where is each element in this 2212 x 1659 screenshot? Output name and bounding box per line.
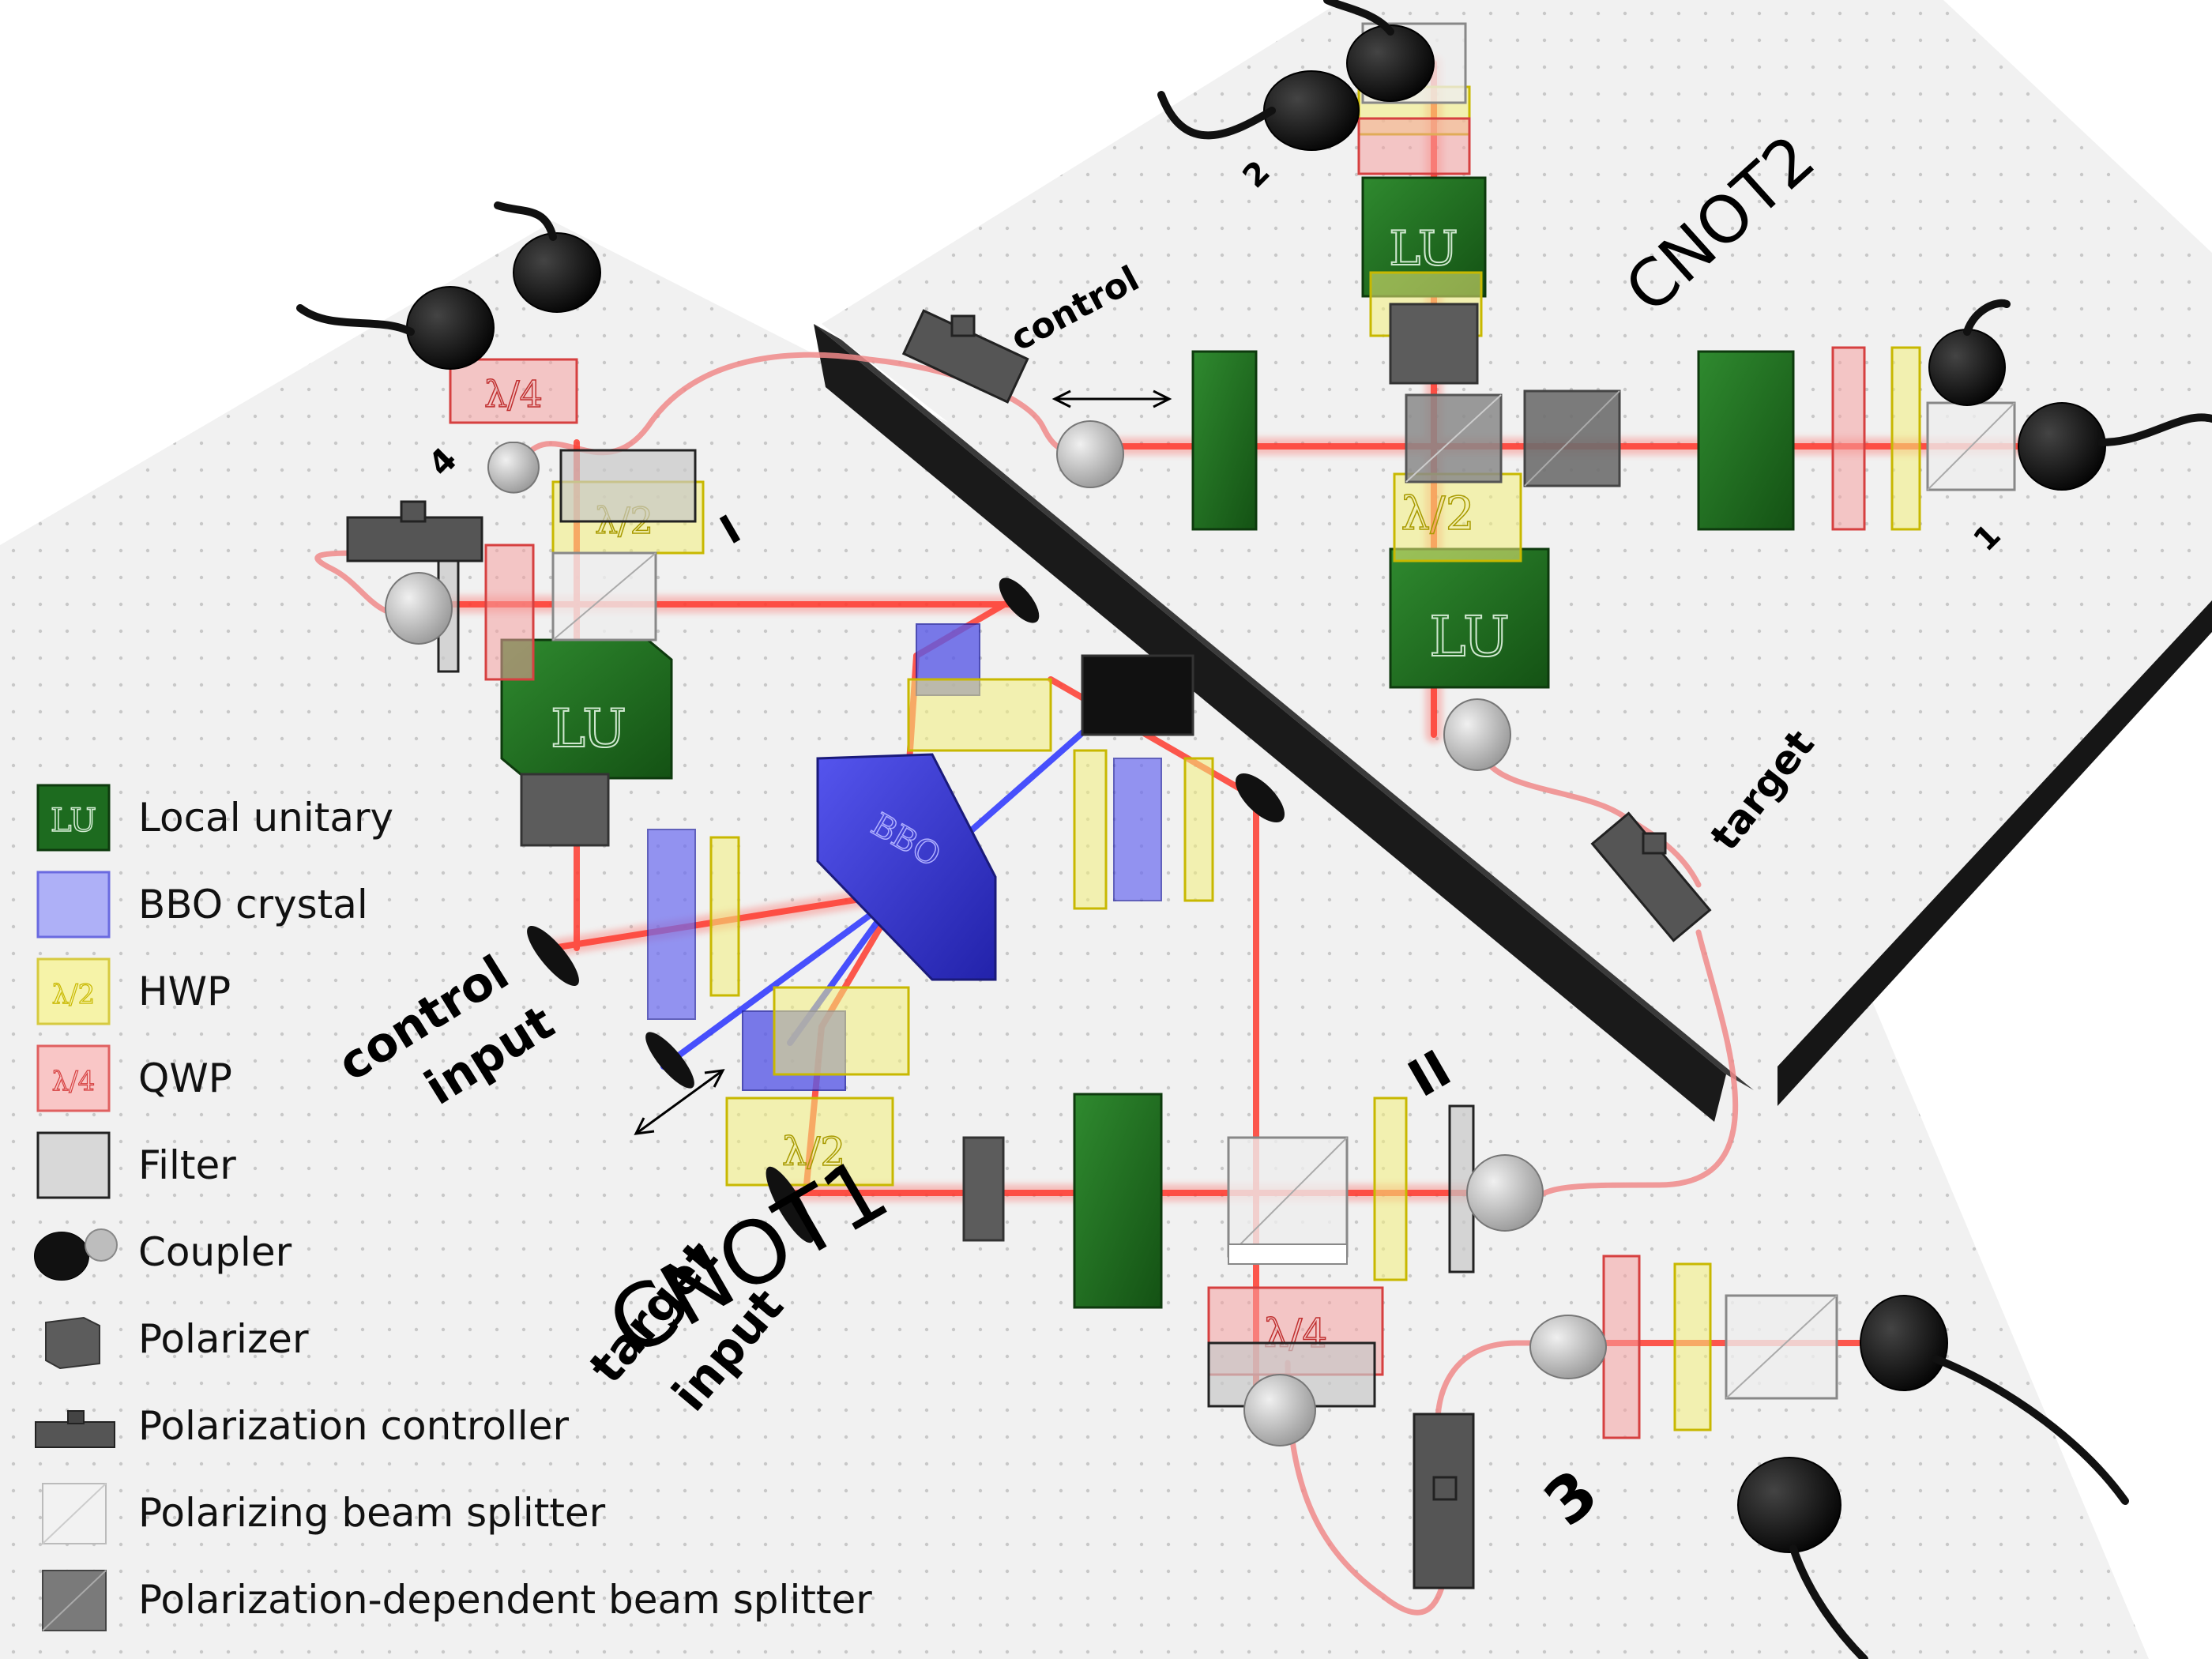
lu-box-cnot2-output xyxy=(1697,350,1795,531)
separating-wall xyxy=(814,324,1754,1122)
lu-box-label: LU xyxy=(1389,221,1458,276)
lu-box-stage2-beam xyxy=(1073,1093,1163,1309)
mirrors xyxy=(527,577,1285,1243)
legend-label: Coupler xyxy=(138,1229,292,1275)
qwp-icon: λ/4 xyxy=(36,1044,111,1112)
polarization-controller xyxy=(346,500,483,562)
translation-arrows xyxy=(634,389,1172,1135)
lu-box-label: LU xyxy=(551,698,626,759)
hwp-plate xyxy=(773,986,910,1076)
legend-item: λ/4 QWP xyxy=(32,1043,232,1114)
legend-item: Polarizing beam splitter xyxy=(32,1477,605,1548)
legend-item: Filter xyxy=(32,1130,236,1201)
qwp-plate xyxy=(484,544,535,681)
legend-label: Polarization-dependent beam splitter xyxy=(138,1577,872,1623)
legend-label: Local unitary xyxy=(138,795,394,841)
legend-label: HWP xyxy=(138,969,231,1014)
bbo-crystal-compensator xyxy=(647,829,696,1020)
legend-label: Polarization controller xyxy=(138,1403,570,1449)
polarization-controller xyxy=(901,309,1029,404)
coupler-gray xyxy=(385,420,1607,1446)
qwp-plate xyxy=(1831,346,1866,531)
polarizing-beam-splitter xyxy=(1227,1136,1349,1265)
legend-label: Filter xyxy=(138,1142,236,1188)
polarizer xyxy=(962,1136,1005,1242)
filter-icon xyxy=(36,1131,111,1199)
qwp-plate xyxy=(449,358,578,424)
couplers xyxy=(385,24,2106,1553)
legend-item: BBO crystal xyxy=(32,869,368,940)
hwp-label: λ/2 xyxy=(782,1129,845,1175)
polarization-controller xyxy=(1413,1413,1475,1589)
svg-text:λ/2: λ/2 xyxy=(52,979,96,1010)
polarizing-beam-splitter xyxy=(1725,1294,1838,1400)
bbo-crystal-main: BBO xyxy=(816,753,997,981)
lu-box-cnot1: LU xyxy=(500,638,673,780)
svg-text:LU: LU xyxy=(51,803,96,839)
polarization-dependent-beam-splitter xyxy=(1523,389,1621,487)
polarizer-icon xyxy=(45,1316,100,1370)
svg-text:λ/4: λ/4 xyxy=(52,1066,96,1097)
hwp-icon: λ/2 xyxy=(36,957,111,1025)
legend-item: Polarization controller xyxy=(32,1390,569,1462)
mirror xyxy=(527,925,579,987)
local-unitary-icon: LU xyxy=(36,784,111,852)
hwp-plate xyxy=(709,836,740,997)
hwp-plate xyxy=(907,678,1052,752)
filter xyxy=(559,449,697,523)
polarizer xyxy=(1081,654,1194,736)
lu-box-cnot2-horizontal xyxy=(1191,350,1258,531)
bbo-crystals: BBO xyxy=(647,623,1162,1091)
hwp-plate xyxy=(1393,472,1522,562)
mirror xyxy=(766,1166,814,1243)
mirror xyxy=(1235,773,1285,823)
hwp-plate xyxy=(1183,757,1214,902)
legend-label: Polarizer xyxy=(138,1316,309,1362)
hwp-plate xyxy=(1373,1097,1408,1281)
hwp-plate xyxy=(1890,346,1921,531)
polarizing-beam-splitter-icon xyxy=(42,1483,107,1544)
polarization-controllers xyxy=(346,309,1712,1589)
qwp-plate xyxy=(1602,1255,1641,1439)
polarizing-beam-splitter xyxy=(551,551,657,641)
polarization-dependent-beam-splitter-icon xyxy=(42,1570,107,1631)
filters xyxy=(437,449,1475,1408)
legend-item: Polarization-dependent beam splitter xyxy=(32,1564,872,1635)
legend-label: BBO crystal xyxy=(138,882,368,927)
polarization-controller xyxy=(1590,811,1712,942)
translation-arrow xyxy=(635,1069,724,1135)
polarizer xyxy=(520,773,610,847)
coupler-black xyxy=(406,24,2106,1553)
hwp-plate xyxy=(1073,749,1108,910)
polarizers xyxy=(520,303,1479,1242)
local-unitary-elements: LU LU LU xyxy=(500,176,1795,1309)
polarization-dependent-beam-splitter xyxy=(1405,393,1503,483)
bbo-crystal-right xyxy=(1113,758,1162,901)
polarizer xyxy=(1389,303,1479,385)
hwp-label: λ/2 xyxy=(1401,487,1474,540)
legend-item: LU Local unitary xyxy=(32,782,393,853)
mirror xyxy=(645,1032,694,1089)
polarization-controller-icon xyxy=(35,1410,115,1448)
lu-box-label: LU xyxy=(1429,604,1510,669)
legend-label: Polarizing beam splitter xyxy=(138,1490,606,1536)
mirror xyxy=(999,577,1040,623)
hwp-plate xyxy=(725,1097,894,1187)
legend-label: QWP xyxy=(138,1055,232,1101)
coupler-icon xyxy=(34,1228,118,1281)
qwp-label: λ/4 xyxy=(484,373,543,416)
polarizing-beam-splitter xyxy=(1926,401,2016,491)
bbo-crystal-icon xyxy=(36,871,111,939)
hwp-plate xyxy=(1673,1262,1712,1431)
legend-item: Coupler xyxy=(32,1217,292,1288)
output-cables xyxy=(296,0,2212,1659)
legend-item: λ/2 HWP xyxy=(32,956,231,1027)
lu-box-cnot2-vertical-bottom: LU xyxy=(1389,547,1550,689)
qwp-plate xyxy=(1357,117,1471,175)
legend-item: Polarizer xyxy=(32,1304,309,1375)
